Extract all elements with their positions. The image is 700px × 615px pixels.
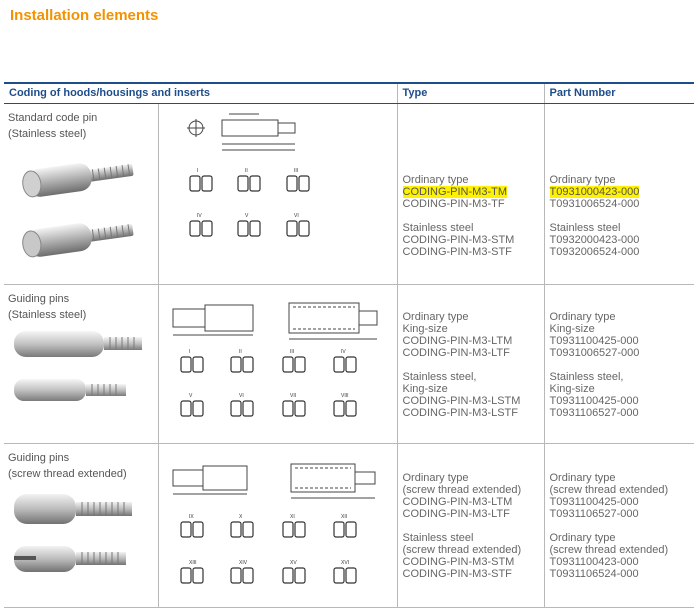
product-name: Guiding pins	[8, 292, 70, 305]
roman-label: I	[189, 349, 190, 355]
part-line: King-size	[549, 382, 595, 395]
type-line: King-size	[402, 382, 448, 395]
roman-label: II	[239, 349, 242, 355]
roman-label: I	[197, 168, 198, 174]
type-line: Stainless steel	[402, 221, 474, 234]
table-row: Standard code pin (Stainless steel)	[4, 103, 694, 285]
header-part-number: Part Number	[543, 82, 694, 104]
type-line: (screw thread extended)	[402, 543, 522, 556]
part-line-highlighted: T0931000423-000	[549, 185, 640, 198]
part-line: Stainless steel,	[549, 370, 624, 383]
type-line: CODING-PIN-M3-LTM	[402, 334, 513, 347]
roman-label: X	[239, 514, 243, 520]
part-line: Ordinary type	[549, 471, 616, 484]
part-line: Ordinary type	[549, 173, 616, 186]
part-number-cell: Ordinary type (screw thread extended) T0…	[543, 443, 694, 608]
part-line: T0931100425-000	[549, 495, 639, 508]
part-number-cell: Ordinary type T0931000423-000 T093100652…	[543, 103, 694, 285]
header-type: Type	[396, 82, 544, 104]
drawing-cell: IX X XI XII XIII XIV XV XVI	[157, 443, 397, 608]
type-line: CODING-PIN-M3-STM	[402, 555, 515, 568]
product-cell: Guiding pins (Stainless steel)	[4, 284, 158, 444]
roman-label: III	[290, 349, 294, 355]
part-line: T0931106527-000	[549, 406, 639, 419]
type-line: CODING-PIN-M3-STF	[402, 567, 512, 580]
page-title: Installation elements	[10, 7, 159, 24]
part-line: (screw thread extended)	[549, 543, 669, 556]
roman-label: VII	[290, 393, 296, 399]
product-cell: Standard code pin (Stainless steel)	[4, 103, 158, 285]
installation-elements-table: Coding of hoods/housings and inserts Typ…	[4, 82, 694, 608]
roman-label: III	[294, 168, 298, 174]
type-line: CODING-PIN-M3-STM	[402, 233, 515, 246]
part-line: T0932006524-000	[549, 245, 640, 258]
type-line: CODING-PIN-M3-TF	[402, 197, 505, 210]
product-material: (screw thread extended)	[8, 467, 127, 480]
type-line: (screw thread extended)	[402, 483, 522, 496]
type-line-highlighted: CODING-PIN-M3-TM	[402, 185, 507, 198]
type-cell: Ordinary type CODING-PIN-M3-TM CODING-PI…	[396, 103, 544, 285]
roman-label: XIII	[189, 560, 197, 566]
type-line: CODING-PIN-M3-LTF	[402, 346, 510, 359]
product-cell: Guiding pins (screw thread extended)	[4, 443, 158, 608]
extended-guiding-pin-drawing: IX X XI XII XIII XIV XV XVI	[172, 463, 375, 584]
product-material: (Stainless steel)	[8, 127, 87, 140]
roman-label: V	[245, 213, 249, 219]
part-line: T0931006524-000	[549, 197, 640, 210]
type-line: CODING-PIN-M3-LSTM	[402, 394, 521, 407]
roman-label: XVI	[341, 560, 349, 566]
roman-label: XI	[290, 514, 295, 520]
type-cell: Ordinary type King-size CODING-PIN-M3-LT…	[396, 284, 544, 444]
roman-label: IX	[189, 514, 194, 520]
table-row: Guiding pins (screw thread extended)	[4, 443, 694, 608]
type-cell: Ordinary type (screw thread extended) CO…	[396, 443, 544, 608]
part-line: T0931106527-000	[549, 507, 639, 520]
table-header-row: Coding of hoods/housings and inserts Typ…	[4, 82, 694, 104]
part-number-cell: Ordinary type King-size T0931100425-000 …	[543, 284, 694, 444]
code-pin-drawing: I II III IV V VI	[186, 113, 310, 237]
code-pin-photo	[22, 162, 134, 257]
type-line: Ordinary type	[402, 471, 469, 484]
roman-label: VI	[239, 393, 244, 399]
part-line: T0931106524-000	[549, 567, 639, 580]
product-name: Guiding pins	[8, 451, 70, 464]
part-line: Ordinary type	[549, 310, 616, 323]
part-line: T0931100423-000	[549, 555, 639, 568]
type-line: CODING-PIN-M3-LTM	[402, 495, 513, 508]
table-row: Guiding pins (Stainless steel)	[4, 284, 694, 444]
part-line: Ordinary type	[549, 531, 616, 544]
part-line: (screw thread extended)	[549, 483, 669, 496]
guiding-pin-drawing: I II III IV V VI VII VIII	[172, 302, 377, 417]
roman-label: IV	[341, 349, 346, 355]
type-line: Ordinary type	[402, 310, 469, 323]
type-line: CODING-PIN-M3-LTF	[402, 507, 510, 520]
type-line: King-size	[402, 322, 448, 335]
guiding-pin-photo	[14, 330, 142, 401]
roman-label: XV	[290, 560, 297, 566]
header-coding: Coding of hoods/housings and inserts	[4, 82, 397, 104]
roman-label: V	[189, 393, 193, 399]
part-line: Stainless steel	[549, 221, 621, 234]
extended-guiding-pin-photo	[14, 493, 132, 572]
type-line: Stainless steel,	[402, 370, 477, 383]
part-line: T0931100425-000	[549, 334, 639, 347]
part-line: T0931006527-000	[549, 346, 640, 359]
roman-label: VIII	[341, 393, 349, 399]
roman-label: II	[245, 168, 248, 174]
type-line: CODING-PIN-M3-LSTF	[402, 406, 519, 419]
part-line: King-size	[549, 322, 595, 335]
type-line: CODING-PIN-M3-STF	[402, 245, 512, 258]
roman-label: XIV	[239, 560, 248, 566]
type-line: Ordinary type	[402, 173, 469, 186]
roman-label: XII	[341, 514, 347, 520]
part-line: T0931100425-000	[549, 394, 639, 407]
product-material: (Stainless steel)	[8, 308, 87, 321]
product-name: Standard code pin	[8, 111, 98, 124]
roman-label: VI	[294, 213, 299, 219]
part-line: T0932000423-000	[549, 233, 640, 246]
drawing-cell: I II III IV V VI VII VIII	[157, 284, 397, 444]
roman-label: IV	[197, 213, 202, 219]
type-line: Stainless steel	[402, 531, 474, 544]
drawing-cell: I II III IV V VI	[157, 103, 397, 285]
